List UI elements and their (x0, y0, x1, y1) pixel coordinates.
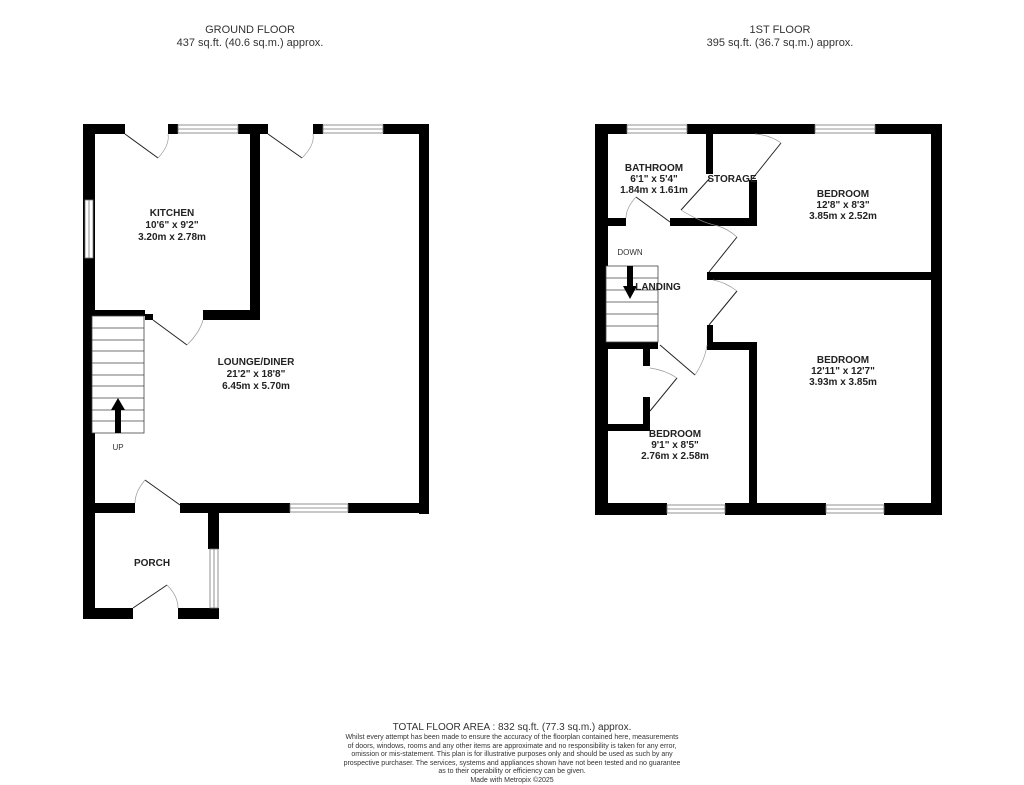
room-metric: 2.76m x 2.58m (641, 451, 709, 462)
room-metric: 3.85m x 2.52m (809, 211, 877, 222)
room-name: KITCHEN (150, 208, 194, 219)
room-name: BATHROOM (625, 163, 683, 174)
room-name: BEDROOM (817, 189, 869, 200)
room-imperial: 9'1" x 8'5" (651, 440, 699, 451)
room-metric: 3.20m x 2.78m (138, 232, 206, 243)
disclaimer: Whilst every attempt has been made to en… (300, 734, 724, 785)
room-name: PORCH (134, 558, 170, 569)
stairs-down-label: DOWN (617, 248, 643, 257)
disclaimer-line: of doors, windows, rooms and any other i… (300, 743, 724, 752)
disclaimer-line: omission or mis-statement. This plan is … (300, 751, 724, 760)
room-name: BEDROOM (649, 429, 701, 440)
room-imperial: 6'1" x 5'4" (630, 174, 678, 185)
room-metric: 3.93m x 3.85m (809, 377, 877, 388)
total-floor-area: TOTAL FLOOR AREA : 832 sq.ft. (77.3 sq.m… (300, 722, 724, 734)
room-bedroom-3: BEDROOM 9'1" x 8'5" 2.76m x 2.58m (641, 429, 709, 462)
room-imperial: 21'2" x 18'8" (227, 369, 286, 380)
room-porch: PORCH (134, 558, 170, 569)
room-name: LOUNGE/DINER (218, 357, 295, 368)
disclaimer-line: as to their operability or efficiency ca… (300, 768, 724, 777)
room-landing: LANDING (635, 282, 681, 293)
first-floor-plan: DOWN BATHROOM 6'1" x 5'4" 1.84m x 1.61m … (595, 124, 942, 515)
room-name: BEDROOM (817, 355, 869, 366)
room-storage: STORAGE (707, 174, 757, 185)
ground-floor-plan: UP KITCHEN 10'6" x 9'2" 3.20m x 2.78m LO… (83, 124, 429, 619)
disclaimer-line: prospective purchaser. The services, sys… (300, 760, 724, 769)
room-imperial: 12'11" x 12'7" (811, 366, 875, 377)
room-bedroom-2: BEDROOM 12'11" x 12'7" 3.93m x 3.85m (809, 355, 877, 388)
room-lounge-diner: LOUNGE/DINER 21'2" x 18'8" 6.45m x 5.70m (218, 357, 295, 392)
room-kitchen: KITCHEN 10'6" x 9'2" 3.20m x 2.78m (138, 208, 206, 243)
room-name: LANDING (635, 282, 681, 293)
disclaimer-line: Whilst every attempt has been made to en… (300, 734, 724, 743)
stairs-up-label: UP (112, 443, 123, 452)
room-bathroom: BATHROOM 6'1" x 5'4" 1.84m x 1.61m (620, 163, 688, 196)
footer: TOTAL FLOOR AREA : 832 sq.ft. (77.3 sq.m… (300, 722, 724, 785)
room-metric: 6.45m x 5.70m (222, 381, 290, 392)
room-imperial: 10'6" x 9'2" (145, 220, 198, 231)
room-name: STORAGE (707, 174, 757, 185)
room-imperial: 12'8" x 8'3" (816, 200, 869, 211)
room-metric: 1.84m x 1.61m (620, 185, 688, 196)
room-bedroom-1: BEDROOM 12'8" x 8'3" 3.85m x 2.52m (809, 189, 877, 222)
